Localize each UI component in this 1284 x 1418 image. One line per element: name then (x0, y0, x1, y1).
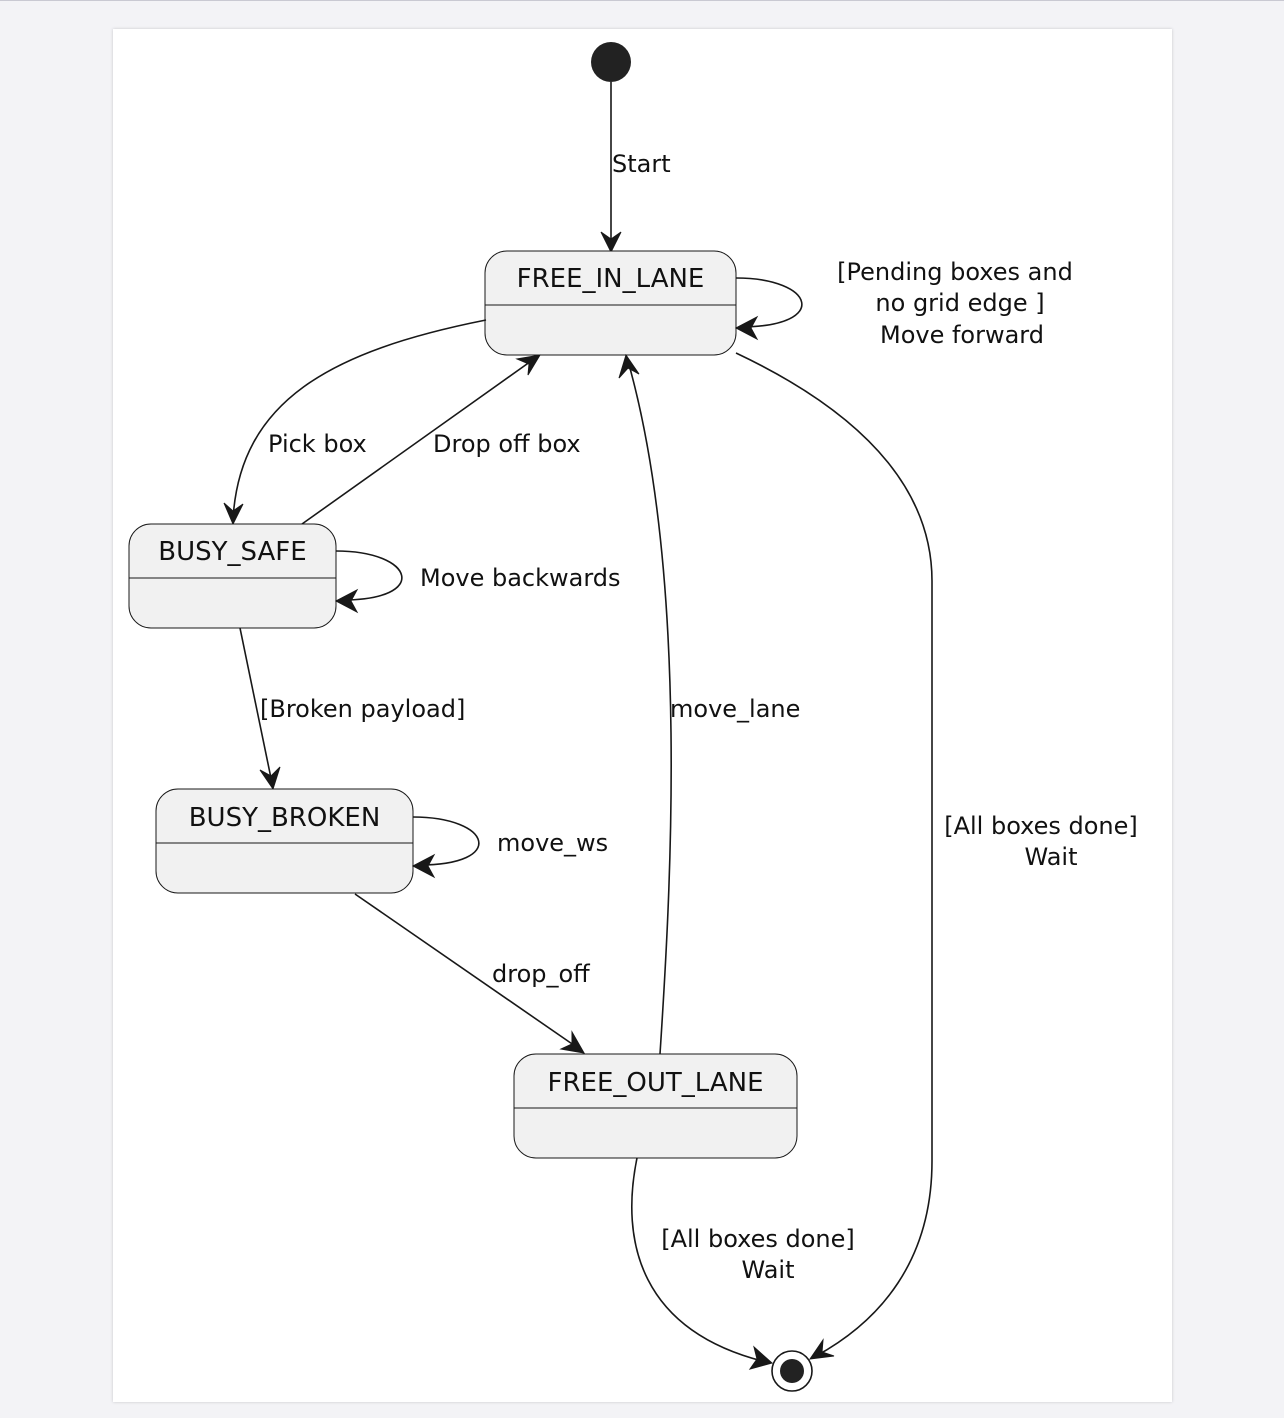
initial-state (591, 42, 631, 82)
label-broken-payload: [Broken payload] (260, 695, 465, 723)
state-busy-broken: BUSY_BROKEN (155, 788, 414, 894)
label-move-lane: move_lane (670, 695, 800, 723)
state-name-busy-safe: BUSY_SAFE (158, 537, 306, 567)
state-busy-safe: BUSY_SAFE (128, 523, 337, 629)
label-in-all-done-1: [All boxes done] (944, 812, 1138, 840)
label-pending-1: [Pending boxes and (837, 258, 1073, 286)
transition-move-forward (734, 277, 803, 341)
state-free-in-lane: FREE_IN_LANE (484, 250, 737, 356)
label-move-ws: move_ws (497, 829, 608, 857)
transition-drop-off-box (301, 354, 541, 525)
transition-broken-payload (239, 627, 281, 791)
label-start: Start (612, 150, 671, 178)
label-out-all-done-2: Wait (742, 1256, 795, 1284)
transition-move-backwards (334, 550, 403, 614)
label-in-all-done-2: Wait (1025, 843, 1078, 871)
transition-pick-box (223, 319, 487, 526)
label-pending-2: no grid edge ] (875, 289, 1044, 317)
transition-drop-off (354, 893, 585, 1054)
label-move-backwards: Move backwards (420, 564, 621, 592)
state-name-free-in-lane: FREE_IN_LANE (517, 264, 705, 294)
final-state (771, 1350, 813, 1392)
transition-out-all-done (631, 1157, 774, 1370)
state-name-free-out-lane: FREE_OUT_LANE (548, 1068, 764, 1098)
label-drop-off-box: Drop off box (433, 430, 581, 458)
label-out-all-done-1: [All boxes done] (661, 1225, 855, 1253)
transition-move-ws (411, 816, 480, 879)
transition-move-lane (618, 353, 672, 1055)
state-name-busy-broken: BUSY_BROKEN (189, 803, 381, 833)
label-drop-off: drop_off (492, 960, 590, 988)
label-pending-3: Move forward (880, 321, 1044, 349)
transition-in-all-done (735, 352, 933, 1360)
transition-start (600, 82, 622, 254)
state-free-out-lane: FREE_OUT_LANE (513, 1053, 798, 1159)
label-pick-box: Pick box (268, 430, 367, 458)
